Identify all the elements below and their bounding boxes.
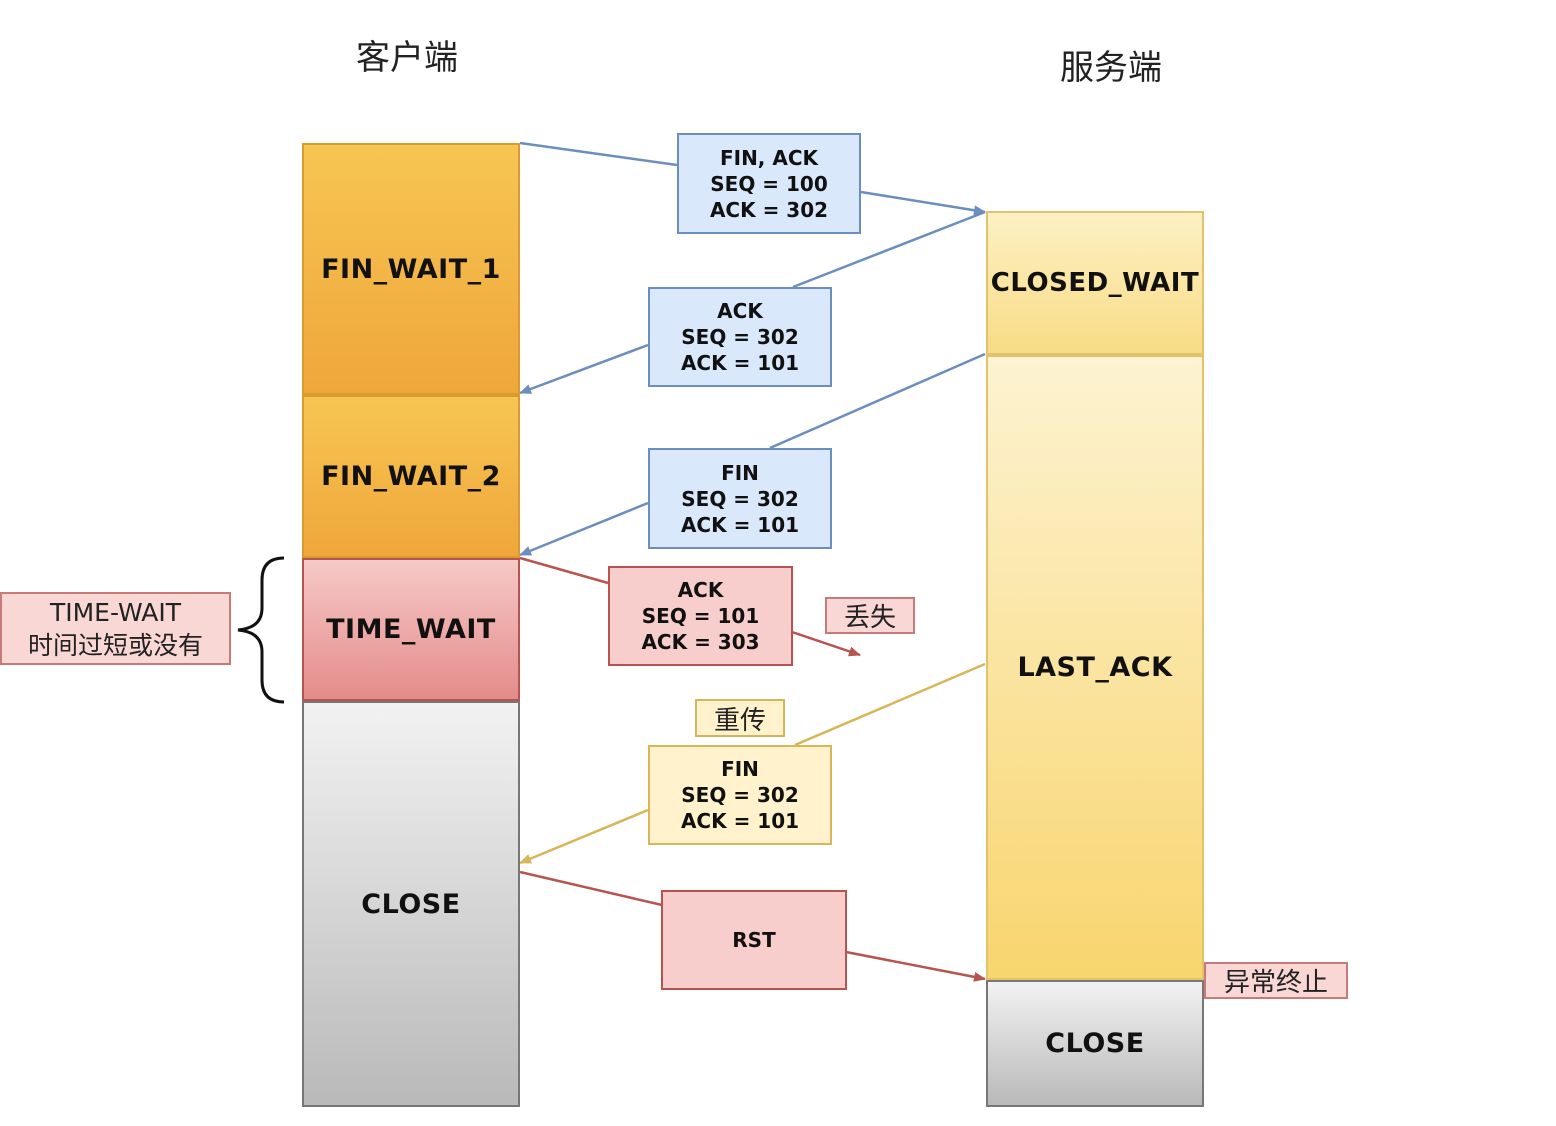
message-line: RST [732,928,776,952]
server-header: 服务端 [1060,48,1162,88]
arrow-fin [520,352,986,555]
message-line: ACK [717,299,763,323]
server-state-closed-wait: CLOSED_WAIT [986,211,1204,355]
message-line: SEQ = 101 [641,604,760,628]
arrow-rst [519,870,985,979]
message-line: ACK = 302 [709,197,829,222]
message-line: ACK = 101 [680,351,800,375]
message-line: FIN [721,757,759,781]
time-wait-note-line2: 时间过短或没有 [27,630,203,660]
message-line: SEQ = 302 [681,783,799,807]
message-retransmit-fin: FIN SEQ = 302 ACK = 101 [648,745,832,845]
time-wait-note: TIME-WAIT 时间过短或没有 [0,592,231,665]
message-line: FIN, ACK [719,145,819,170]
message-fin: FIN SEQ = 302 ACK = 101 [648,448,832,549]
server-state-last-ack: LAST_ACK [986,355,1204,980]
message-line: ACK = 101 [680,809,800,833]
lost-label: 丢失 [825,597,915,634]
message-line: ACK = 303 [641,630,760,654]
brace-icon [237,556,285,704]
client-state-fin-wait-2: FIN_WAIT_2 [302,395,520,558]
arrow-lost-ack [519,556,860,655]
message-line: ACK = 101 [680,512,800,537]
message-line: SEQ = 302 [681,486,799,511]
time-wait-note-line1: TIME-WAIT [49,597,182,627]
message-line: SEQ = 302 [681,325,799,349]
message-line: FIN [721,460,759,485]
arrow-retransmit-fin [520,662,986,863]
retransmit-label: 重传 [695,699,785,737]
client-state-fin-wait-1: FIN_WAIT_1 [302,143,520,395]
abnormal-termination-label: 异常终止 [1204,962,1348,999]
client-state-time-wait: TIME_WAIT [302,558,520,701]
message-line: SEQ = 100 [710,171,828,196]
arrow-ack [520,210,986,393]
client-header: 客户端 [356,38,458,78]
message-lost-ack: ACK SEQ = 101 ACK = 303 [608,566,793,666]
server-state-close: CLOSE [986,980,1204,1107]
arrow-fin-ack [519,141,985,212]
message-ack: ACK SEQ = 302 ACK = 101 [648,287,832,387]
message-rst: RST [661,890,847,990]
client-state-close: CLOSE [302,701,520,1107]
message-line: ACK [677,578,724,602]
message-fin-ack: FIN, ACK SEQ = 100 ACK = 302 [677,133,861,234]
